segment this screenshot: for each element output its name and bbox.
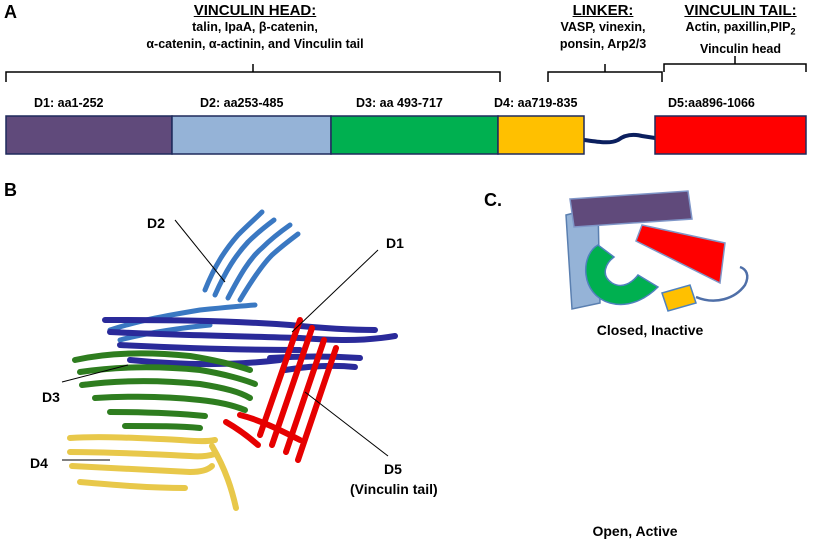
panel-label-b: B bbox=[4, 180, 17, 200]
d4-structure bbox=[67, 434, 239, 511]
open-state-label: Open, Active bbox=[592, 523, 678, 539]
d2-leader bbox=[174, 219, 226, 283]
d5-leader bbox=[304, 391, 389, 457]
panel-label-a: A bbox=[4, 2, 17, 22]
domain-label-d2: D2: aa253-485 bbox=[200, 96, 284, 110]
label-d5-note: (Vinculin tail) bbox=[350, 481, 438, 497]
tail-header: VINCULIN TAIL: Actin, paxillin,PIP2 Vinc… bbox=[668, 2, 813, 58]
domain-d4-bar bbox=[497, 115, 585, 155]
label-d3: D3 bbox=[42, 389, 60, 405]
closed-linker bbox=[695, 265, 749, 302]
closed-d5 bbox=[635, 224, 726, 285]
domain-label-d3: D3: aa 493-717 bbox=[356, 96, 443, 110]
closed-state-label: Closed, Inactive bbox=[596, 322, 704, 338]
head-bracket bbox=[5, 71, 501, 82]
linker-bracket bbox=[547, 71, 663, 82]
label-d5: D5 bbox=[384, 461, 402, 477]
tail-title: VINCULIN TAIL: bbox=[684, 2, 797, 19]
domain-label-d5: D5:aa896-1066 bbox=[668, 96, 755, 110]
d3-leader bbox=[61, 364, 129, 383]
tail-binder-line-2: Vinculin head bbox=[699, 41, 782, 56]
d1-leader bbox=[291, 249, 379, 333]
head-title: VINCULIN HEAD: bbox=[193, 2, 317, 19]
linker-header: LINKER: VASP, vinexin, ponsin, Arp2/3 bbox=[543, 2, 663, 53]
closed-d3 bbox=[585, 244, 660, 306]
domain-d5-bar bbox=[654, 115, 807, 155]
conformation-schematic bbox=[565, 190, 749, 312]
head-header: VINCULIN HEAD: talin, IpaA, β-catenin, α… bbox=[100, 2, 410, 53]
label-d2: D2 bbox=[147, 215, 165, 231]
closed-d4 bbox=[661, 284, 697, 312]
vinculin-structure: D2 D1 D3 D4 D5 (Vinculin tail) bbox=[30, 209, 438, 511]
domain-d3-bar bbox=[330, 115, 499, 155]
domain-d2-bar bbox=[171, 115, 332, 155]
linker-binder-line-2: ponsin, Arp2/3 bbox=[559, 37, 647, 51]
tail-binder-subscript: 2 bbox=[790, 26, 796, 37]
tail-binder-text: Actin, paxillin,PIP bbox=[685, 20, 791, 34]
linker-title: LINKER: bbox=[572, 2, 634, 19]
domain-label-d4: D4: aa719-835 bbox=[494, 96, 578, 110]
linker-segment bbox=[583, 132, 656, 145]
domain-label-d1: D1: aa1-252 bbox=[34, 96, 104, 110]
closed-d1 bbox=[569, 190, 693, 228]
label-d4: D4 bbox=[30, 455, 48, 471]
header-brackets bbox=[5, 56, 807, 82]
d3-structure bbox=[72, 350, 258, 431]
tail-bracket bbox=[663, 63, 807, 72]
head-binder-line-2: α-catenin, α-actinin, and Vinculin tail bbox=[146, 37, 364, 51]
d5-structure bbox=[223, 317, 339, 463]
domain-d1-bar bbox=[5, 115, 173, 155]
domain-bar bbox=[5, 115, 807, 155]
closed-conformation bbox=[565, 190, 749, 312]
tail-binder-line-1: Actin, paxillin,PIP2 bbox=[668, 19, 813, 41]
d1-structure bbox=[102, 317, 398, 373]
head-binder-line-1: talin, IpaA, β-catenin, bbox=[192, 20, 318, 34]
panel-label-c: C. bbox=[484, 190, 502, 210]
label-d1: D1 bbox=[386, 235, 404, 251]
linker-binder-line-1: VASP, vinexin, bbox=[560, 20, 646, 34]
